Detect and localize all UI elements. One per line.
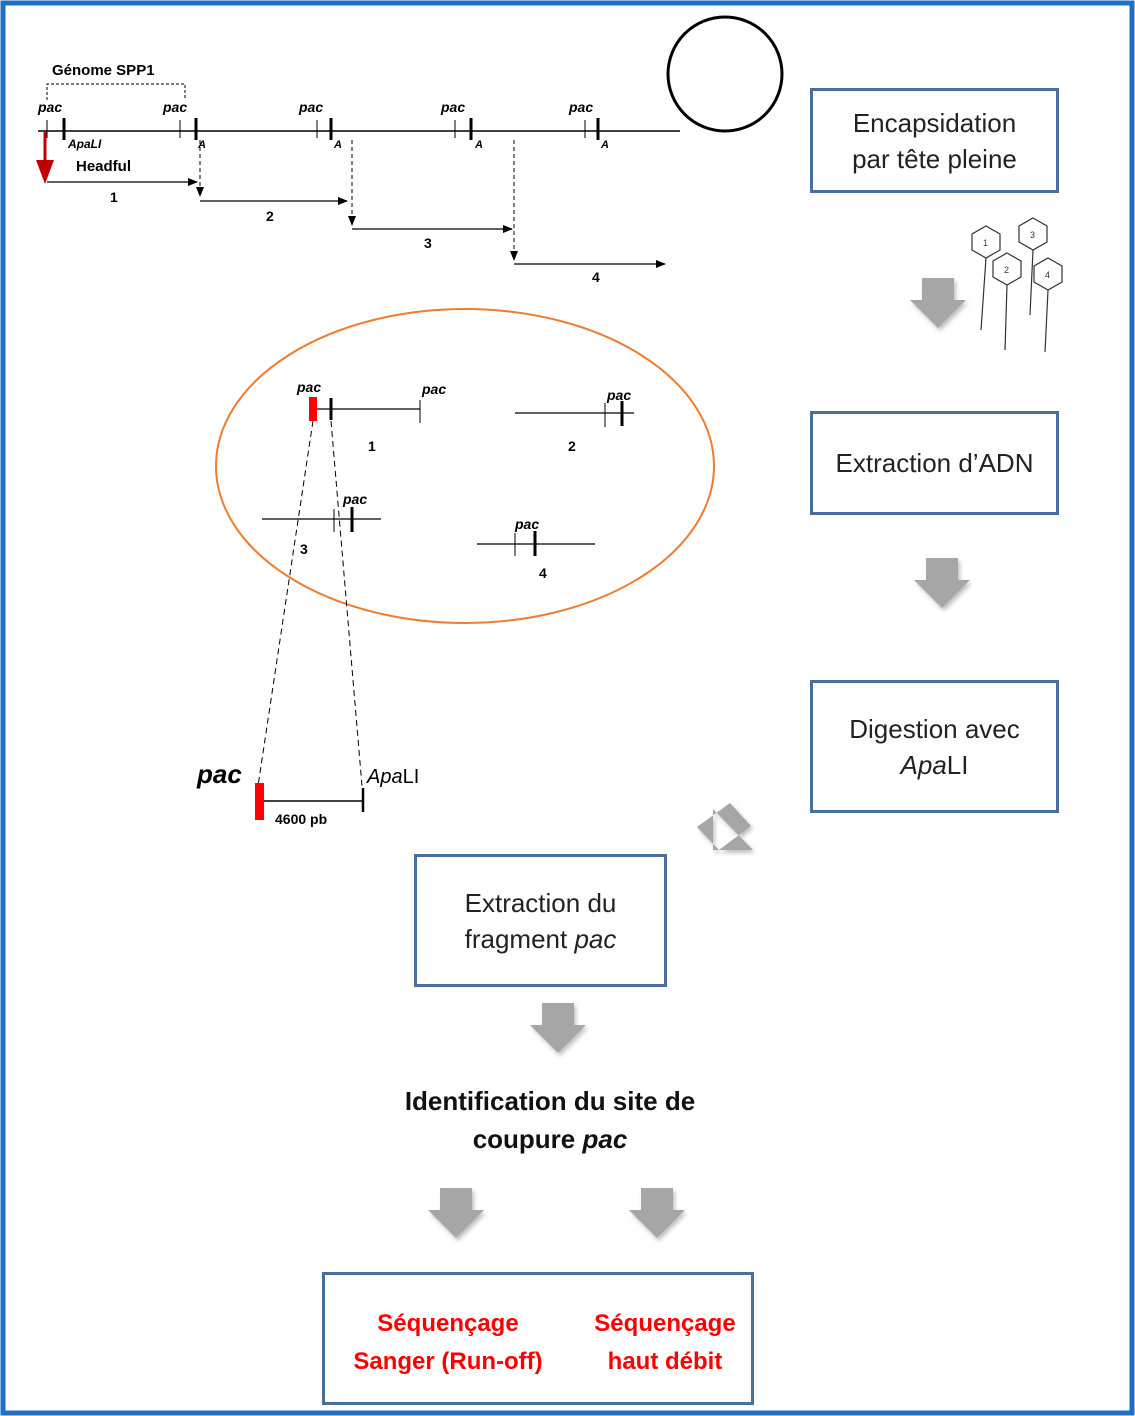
- step-text-line: Extraction du: [464, 887, 617, 918]
- pac-label: pac: [296, 379, 321, 395]
- capsid-number: 4: [1045, 270, 1050, 280]
- phage-tail: [1029, 249, 1034, 316]
- fragment-number: 4: [539, 565, 547, 581]
- step-text-line: fragment pac: [465, 921, 617, 957]
- fragment-number: 1: [368, 438, 376, 454]
- genome-bracket: [46, 83, 186, 100]
- text-prefix: coupure: [472, 1124, 583, 1154]
- pac-label: pac: [421, 381, 446, 397]
- genome-title: Génome SPP1: [52, 62, 155, 79]
- step-text-line: Sanger (Run-off): [353, 1348, 543, 1375]
- flow-arrow-icon: [428, 1188, 484, 1238]
- capsid-number: 1: [983, 238, 988, 248]
- zoom-guide: [330, 420, 363, 787]
- phage-cluster: [971, 217, 1063, 353]
- pac-italic: pac: [574, 923, 617, 954]
- red-start-arrow: [36, 132, 54, 184]
- fragments-ellipse: [215, 308, 715, 624]
- capsid-number: 2: [1004, 265, 1009, 275]
- flow-arrow-icon: [697, 803, 753, 850]
- pac-label: pac: [440, 99, 465, 115]
- high-throughput-sequencing: Séquençage haut débit: [575, 1305, 755, 1381]
- flow-arrow-icon: [910, 278, 966, 328]
- step-text-line: par tête pleine: [852, 143, 1017, 174]
- a-label: A: [474, 139, 483, 151]
- packaged-fragments: pac pac 1 pac 2 pac 3 pac 4: [215, 308, 715, 624]
- step-extraction-fragment: Extraction du fragment pac: [414, 854, 667, 987]
- segment-label: 2: [266, 208, 274, 224]
- capsid-number: 3: [1030, 230, 1035, 240]
- segment-label: 1: [110, 189, 118, 205]
- step-text-line: coupure pac: [330, 1120, 770, 1158]
- pac-label: pac: [568, 99, 593, 115]
- flow-arrows: [428, 278, 970, 1238]
- flow-arrow-icon: [914, 558, 970, 608]
- apali-label: ApaLI: [67, 137, 102, 151]
- fragment-number: 2: [568, 438, 576, 454]
- genome-map: Génome SPP1 pac pac pac pac pac ApaLI A …: [36, 15, 784, 285]
- a-label: A: [600, 139, 609, 151]
- pac-italic: pac: [582, 1124, 628, 1154]
- pac-label: pac: [298, 99, 323, 115]
- pac-marker: [309, 397, 317, 421]
- pac-fragment-zoom: pac ApaLI 4600 pb: [196, 420, 419, 827]
- apali-italic: Apa: [900, 749, 947, 780]
- phage-tail: [1044, 289, 1049, 353]
- step-text-line: Séquençage: [377, 1310, 519, 1337]
- step-text-line: Digestion avec: [849, 713, 1020, 744]
- segment-label: 4: [592, 269, 600, 285]
- step-text-line: haut débit: [607, 1348, 723, 1375]
- phage-capsid-icon: [1033, 257, 1063, 291]
- step-identification: Identification du site de coupure pac: [330, 1082, 770, 1158]
- fragment-number: 3: [300, 541, 308, 557]
- flow-arrow-icon: [530, 1003, 586, 1053]
- zoom-guide: [257, 420, 314, 787]
- phage-capsid-labels: 1 2 3 4: [983, 230, 1050, 280]
- segment-label: 3: [424, 235, 432, 251]
- prohead-circle: [666, 15, 784, 133]
- step-text-line: Encapsidation: [852, 107, 1017, 138]
- pac-label: pac: [37, 99, 62, 115]
- pac-label: pac: [342, 491, 367, 507]
- pac-marker: [255, 783, 264, 820]
- headful-label: Headful: [76, 158, 131, 175]
- sanger-sequencing: Séquençage Sanger (Run-off): [333, 1305, 563, 1381]
- pac-label: pac: [514, 516, 539, 532]
- pac-label: pac: [162, 99, 187, 115]
- a-label: A: [333, 139, 342, 151]
- phage-capsid-icon: [971, 225, 1001, 259]
- step-encapsidation: Encapsidation par tête pleine: [810, 88, 1059, 193]
- step-digestion: Digestion avec ApaLI: [810, 680, 1059, 813]
- step-extraction-adn: Extraction d’ADN: [810, 411, 1059, 515]
- pac-label: pac: [606, 387, 631, 403]
- sequencing-box: Séquençage Sanger (Run-off) Séquençage h…: [322, 1272, 754, 1405]
- phage-capsid-icon: [1018, 217, 1048, 251]
- step-text-line: Extraction d’ADN: [835, 448, 1034, 478]
- a-label: A: [197, 139, 206, 151]
- apali-label: ApaLI: [366, 766, 419, 788]
- pac-label-large: pac: [196, 759, 242, 789]
- apali-rest: LI: [946, 749, 969, 780]
- step-text-line: ApaLI: [849, 747, 1020, 783]
- phage-capsid-icon: [992, 252, 1022, 286]
- step-text-line: Identification du site de: [404, 1086, 696, 1116]
- step-text-line: Séquençage: [594, 1310, 736, 1337]
- phage-tail: [980, 257, 987, 331]
- phage-tail: [1004, 284, 1008, 351]
- flow-arrow-icon: [629, 1188, 685, 1238]
- fragment-size-label: 4600 pb: [275, 811, 327, 827]
- text-prefix: fragment: [464, 923, 575, 954]
